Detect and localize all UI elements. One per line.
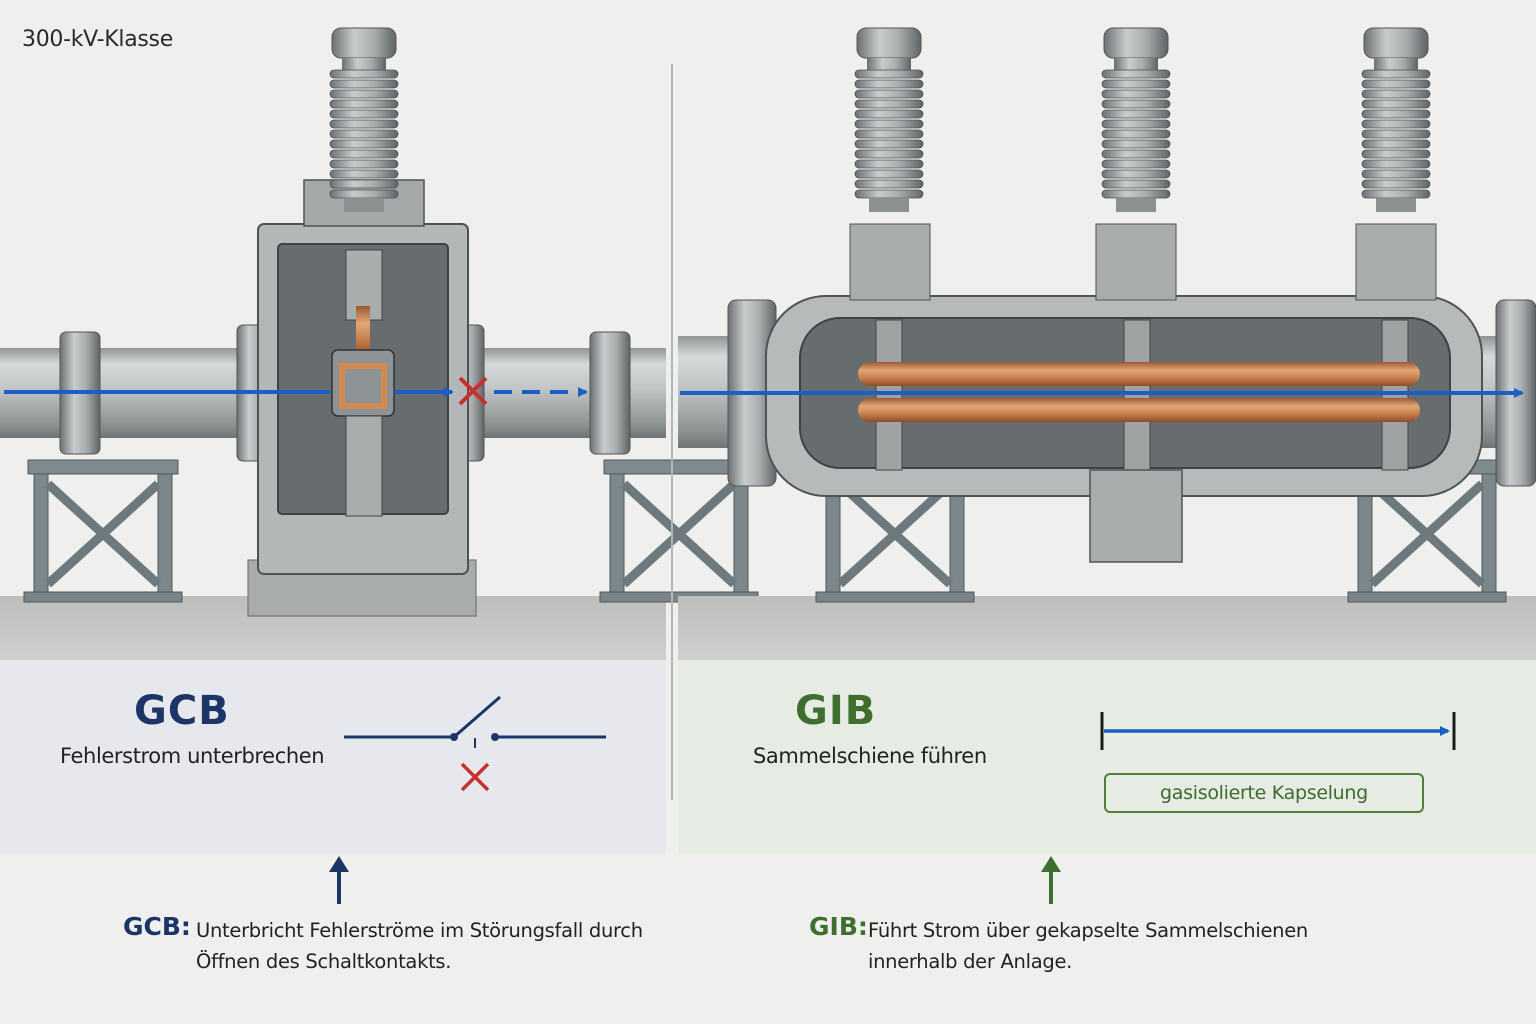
gib-caption-key: GIB: (809, 912, 868, 941)
gcb-apparatus (0, 27, 758, 660)
gib-bushing-insulator (1101, 27, 1171, 213)
busbar-symbol (1100, 712, 1456, 750)
gib-floor (678, 596, 1536, 660)
gcb-interruption-cross-icon (458, 376, 488, 406)
gib-bushing-insulator (854, 27, 924, 213)
gib-info-panel (678, 660, 1536, 854)
voltage-class-label: 300-kV-Klasse (22, 27, 173, 52)
gcb-caption-key: GCB: (123, 912, 191, 941)
gcb-pointer-arrow (329, 856, 349, 904)
gib-turret (1095, 223, 1177, 301)
gib-caption-line: innerhalb der Anlage. (868, 950, 1073, 973)
gcb-bushing-insulator (329, 27, 399, 213)
gcb-caption-line: Unterbricht Fehlerströme im Störungsfall… (196, 919, 643, 942)
gib-turret (849, 223, 931, 301)
gcb-left-stand (24, 460, 182, 602)
gib-subtitle: Sammelschiene führen (753, 744, 987, 768)
gib-bushing-insulator (1361, 27, 1431, 213)
gcb-caption: Unterbricht Fehlerströme im Störungsfall… (196, 915, 643, 977)
gib-busbar-upper (858, 362, 1420, 386)
gcb-upper-contact (356, 306, 370, 356)
enclosure-label-box: gasisolierte Kapselung (1104, 773, 1424, 813)
gib-junction-box (1089, 469, 1183, 563)
gcb-caption-line: Öffnen des Schaltkontakts. (196, 950, 452, 973)
gib-caption: Führt Strom über gekapselte Sammelschien… (868, 915, 1308, 977)
gcb-lower-mechanism (345, 415, 383, 517)
gib-apparatus (678, 27, 1536, 660)
gib-busbar-lower (858, 398, 1420, 422)
open-switch-symbol (344, 695, 606, 792)
gib-caption-line: Führt Strom über gekapselte Sammelschien… (868, 919, 1308, 942)
gcb-flange (589, 331, 631, 455)
gcb-title: GCB (134, 688, 230, 734)
gcb-subtitle: Fehlerstrom unterbrechen (60, 744, 325, 768)
gib-turret (1355, 223, 1437, 301)
gib-pointer-arrow (1041, 856, 1061, 904)
switch-fault-cross-icon (460, 762, 490, 792)
gib-title: GIB (795, 688, 877, 734)
gcb-info-panel (0, 660, 666, 854)
gcb-arc-contacts (339, 363, 387, 409)
